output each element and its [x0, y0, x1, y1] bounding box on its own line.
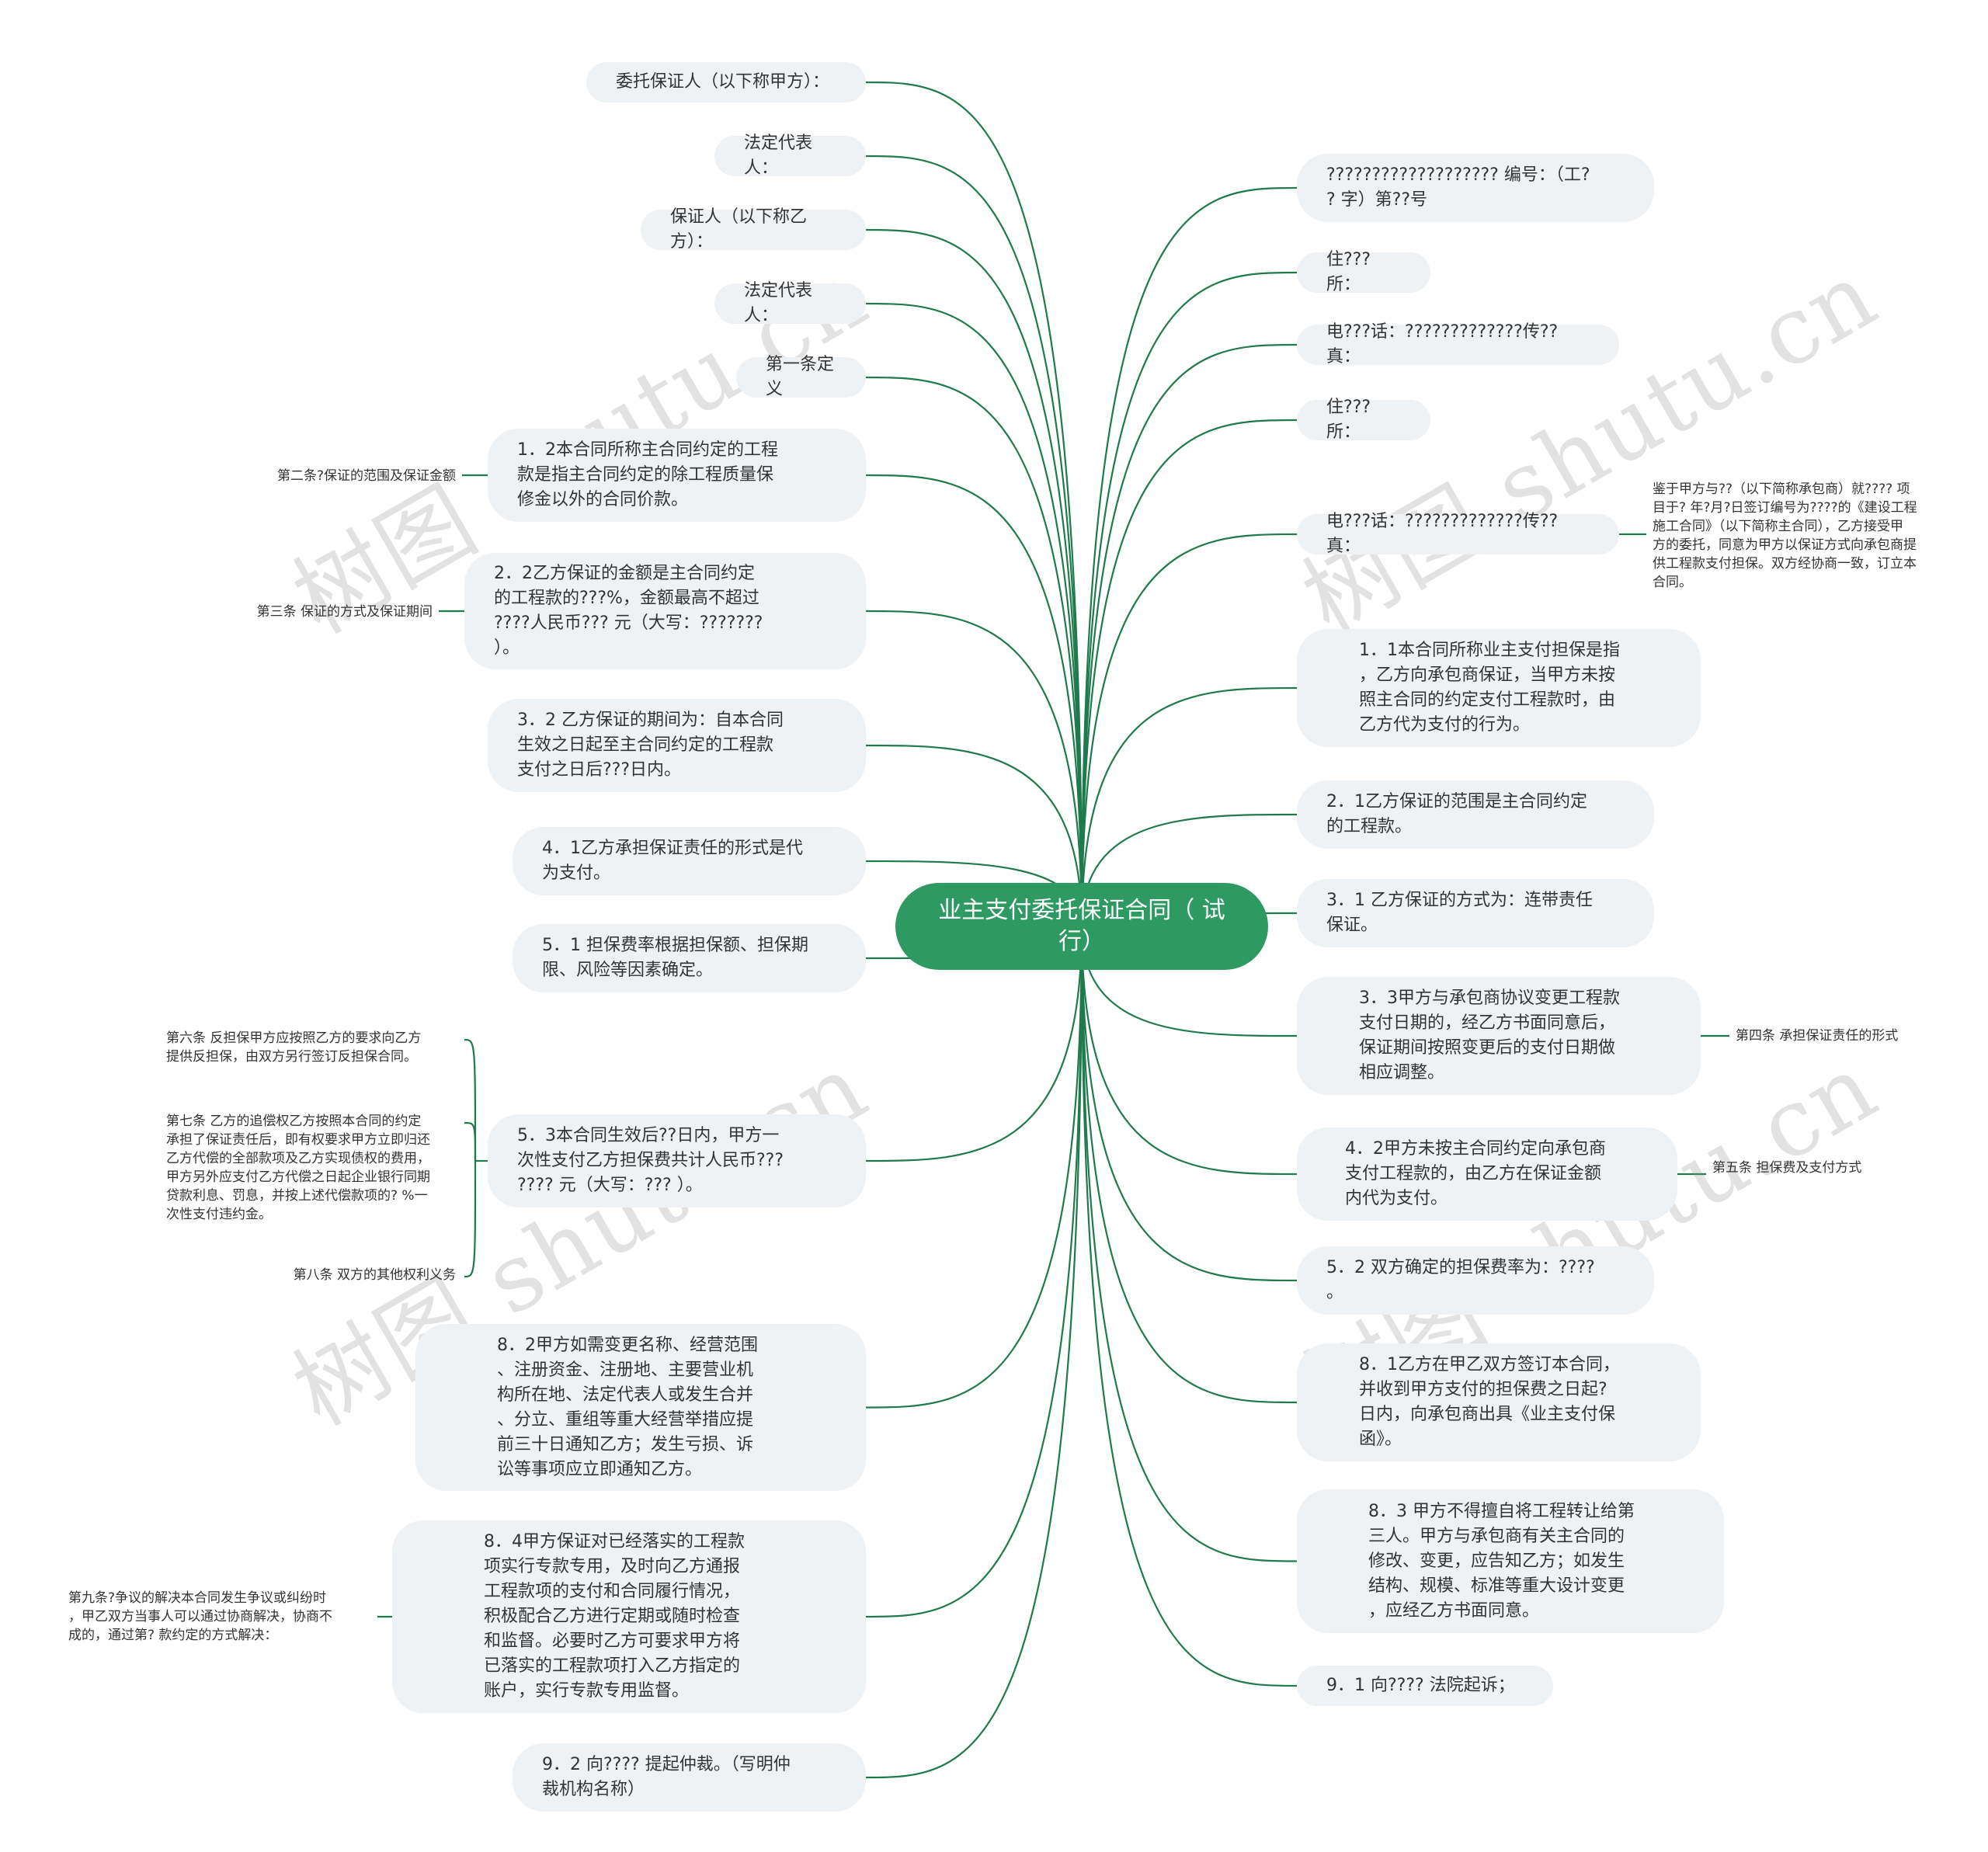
branch-node-right[interactable]: 8．3 甲方不得擅自将工程转让给第 三人。甲方与承包商有关主合同的 修改、变更，… — [1297, 1489, 1724, 1633]
connector-line — [865, 228, 1083, 927]
connector-line — [865, 81, 1083, 927]
branch-node-right[interactable]: 5．2 双方确定的担保费率为：???? 。 — [1297, 1246, 1654, 1315]
branch-node-left[interactable]: 法定代表人： — [714, 134, 866, 178]
connector-line — [1080, 419, 1298, 927]
connector-line — [865, 926, 1083, 1618]
connector-line — [865, 744, 1083, 927]
branch-node-right[interactable]: 电???话：?????????????传?? 真： — [1297, 512, 1619, 556]
branch-node-right[interactable]: 住??? 所： — [1297, 398, 1430, 442]
connector-line — [1080, 926, 1298, 1562]
connector-line — [865, 610, 1083, 927]
connector-line — [1080, 926, 1298, 1404]
leaf-connector — [464, 1160, 477, 1278]
connector-line — [865, 474, 1083, 927]
branch-node-right[interactable]: 住??? 所： — [1297, 250, 1430, 294]
connector-line — [865, 155, 1083, 927]
connector-line — [1080, 926, 1298, 1687]
branch-node-left[interactable]: 8．4甲方保证对已经落实的工程款 项实行专款专用，及时向乙方通报 工程款项的支付… — [392, 1520, 866, 1713]
branch-node-right[interactable]: ??????????????????? 编号：（工? ? 字）第??号 — [1297, 154, 1654, 222]
branch-node-right[interactable]: 4．2甲方未按主合同约定向承包商 支付工程款的，由乙方在保证金额 内代为支付。 — [1297, 1128, 1677, 1221]
connector-line — [1080, 186, 1298, 927]
branch-node-left[interactable]: 8．2甲方如需变更名称、经营范围 、注册资金、注册地、主要营业机 构所在地、法定… — [415, 1324, 866, 1491]
connector-line — [865, 926, 1083, 1779]
leaf-label[interactable]: 第二条?保证的范围及保证金额 — [276, 468, 456, 484]
connector-line — [1080, 343, 1298, 927]
branch-node-left[interactable]: 4．1乙方承担保证责任的形式是代 为支付。 — [513, 827, 866, 895]
branch-node-right[interactable]: 3．3甲方与承包商协议变更工程款 支付日期的，经乙方书面同意后， 保证期间按照变… — [1297, 977, 1701, 1095]
branch-node-left[interactable]: 1．2本合同所称主合同约定的工程 款是指主合同约定的除工程质量保 修金以外的合同… — [488, 429, 866, 522]
connector-line — [1080, 926, 1298, 1282]
branch-node-left[interactable]: 保证人（以下称乙方）： — [641, 207, 866, 252]
connector-line — [865, 926, 1083, 1409]
leaf-connector — [464, 1038, 477, 1162]
branch-node-right[interactable]: 9．1 向???? 法院起诉； — [1297, 1666, 1553, 1706]
connector-line — [1080, 926, 1298, 1176]
branch-node-left[interactable]: 9．2 向???? 提起仲裁。（写明仲 裁机构名称） — [513, 1743, 866, 1812]
branch-node-right[interactable]: 3．1 乙方保证的方式为：连带责任 保证。 — [1297, 879, 1654, 947]
leaf-label[interactable]: 第六条 反担保甲方应按照乙方的要求向乙方 提供反担保，由双方另行签订反担保合同。 — [166, 1030, 422, 1065]
leaf-label[interactable]: 鉴于甲方与??（以下简称承包商）就???? 项 目于? 年?月?日签订编号为??… — [1653, 481, 1917, 590]
connector-line — [865, 302, 1083, 927]
branch-node-right[interactable]: 2．1乙方保证的范围是主合同约定 的工程款。 — [1297, 780, 1654, 849]
connector-line — [865, 926, 1083, 1162]
branch-node-left[interactable]: 法定代表人： — [714, 281, 866, 325]
central-topic[interactable]: 业主支付委托保证合同（ 试行） — [895, 883, 1268, 970]
branch-node-left[interactable]: 3．2 乙方保证的期间为：自本合同 生效之日起至主合同约定的工程款 支付之日后?… — [488, 699, 866, 792]
branch-node-left[interactable]: 5．3本合同生效后??日内，甲方一 次性支付乙方担保费共计人民币??? ????… — [488, 1114, 866, 1207]
connector-line — [865, 376, 1083, 927]
branch-node-left[interactable]: 第一条定义 — [736, 355, 866, 399]
central-topic-label: 业主支付委托保证合同（ 试行） — [938, 897, 1225, 955]
leaf-label[interactable]: 第四条 承担保证责任的形式 — [1736, 1028, 1899, 1044]
leaf-label[interactable]: 第三条 保证的方式及保证期间 — [256, 604, 433, 620]
branch-node-left[interactable]: 5．1 担保费率根据担保额、担保期 限、风险等因素确定。 — [513, 924, 866, 992]
branch-node-left[interactable]: 2．2乙方保证的金额是主合同约定 的工程款的???%，金额最高不超过 ????人… — [464, 553, 866, 669]
connector-line — [1080, 686, 1298, 927]
branch-node-right[interactable]: 1．1本合同所称业主支付担保是指 ，乙方向承包商保证，当甲方未按 照主合同的约定… — [1297, 629, 1701, 747]
branch-node-right[interactable]: 电???话：?????????????传?? 真： — [1297, 322, 1619, 367]
leaf-connector — [464, 1121, 477, 1162]
leaf-label[interactable]: 第九条?争议的解决本合同发生争议或纠纷时 ，甲乙双方当事人可以通过协商解决，协商… — [68, 1590, 332, 1643]
connector-line — [1080, 271, 1298, 927]
branch-node-left[interactable]: 委托保证人（以下称甲方）： — [586, 62, 866, 103]
connector-line — [1080, 533, 1298, 927]
leaf-label[interactable]: 第八条 双方的其他权利义务 — [293, 1267, 456, 1283]
branch-node-right[interactable]: 8．1乙方在甲乙双方签订本合同， 并收到甲方支付的担保费之日起? 日内，向承包商… — [1297, 1343, 1701, 1461]
leaf-label[interactable]: 第七条 乙方的追偿权乙方按照本合同的约定 承担了保证责任后，即有权要求甲方立即归… — [166, 1114, 430, 1222]
leaf-label[interactable]: 第五条 担保费及支付方式 — [1712, 1160, 1862, 1176]
